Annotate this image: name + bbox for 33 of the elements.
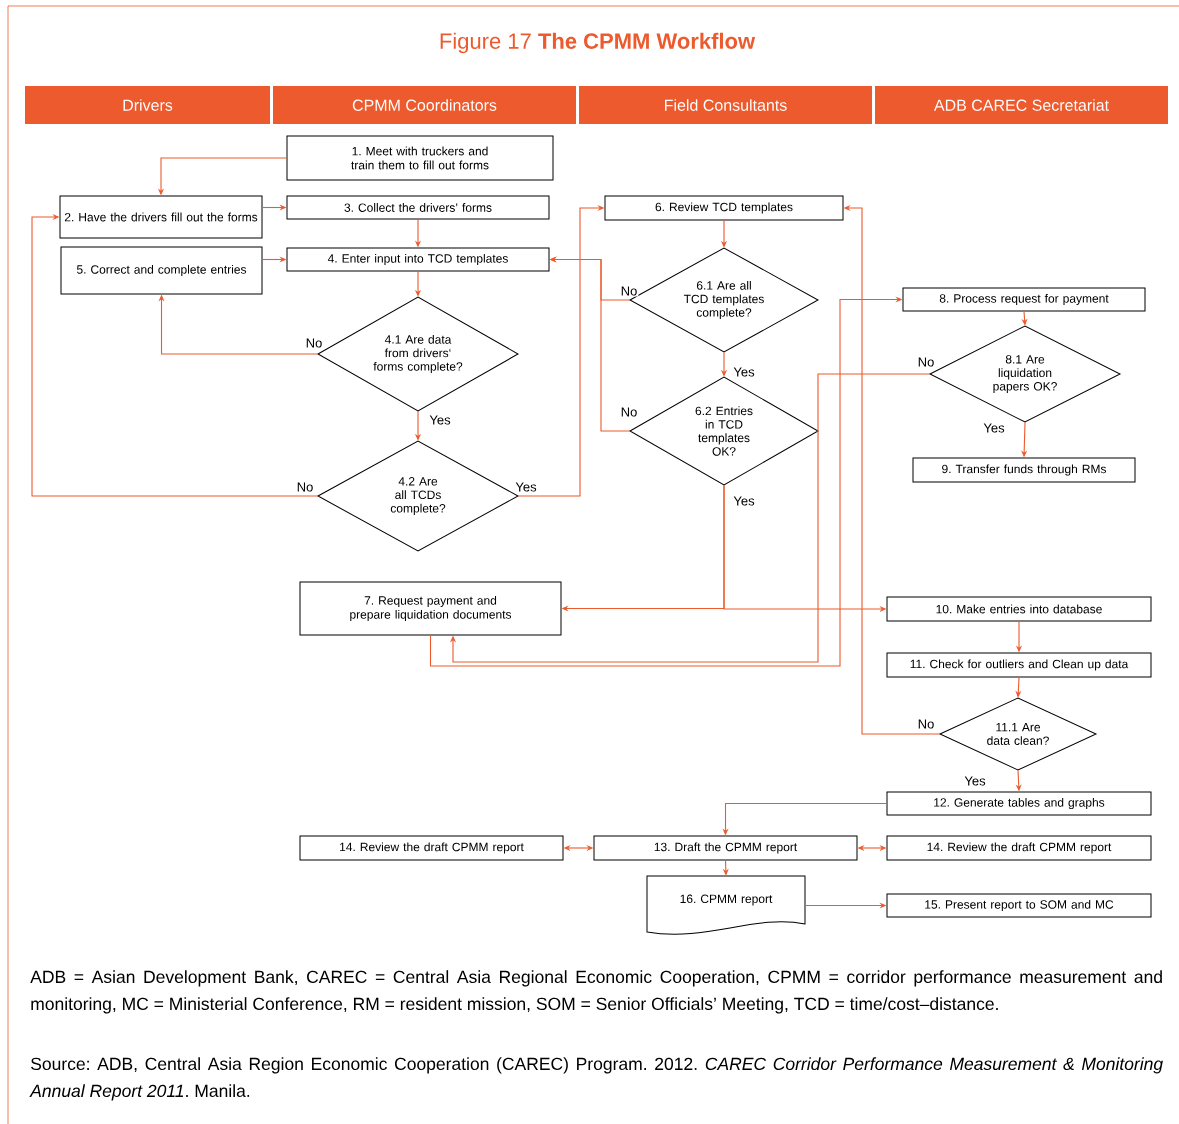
process-box: 2. Have the drivers fill out the forms — [59, 195, 263, 239]
process-box: 11. Check for outliers and Clean up data — [886, 652, 1152, 678]
edge-label: No — [295, 481, 315, 493]
edge-label: No — [619, 285, 639, 297]
process-box: 6. Review TCD templates — [604, 195, 844, 221]
column-header: CPMM Coordinators — [273, 86, 576, 124]
edge-label: No — [916, 718, 936, 730]
edge-label: Yes — [732, 366, 756, 378]
process-box: 14. Review the draft CPMM report — [886, 835, 1152, 861]
column-header: ADB CAREC Secretariat — [875, 86, 1168, 124]
process-box: 12. Generate tables and graphs — [886, 791, 1152, 816]
process-box: 3. Collect the drivers’ forms — [286, 195, 550, 220]
column-header: Field Consultants — [579, 86, 872, 124]
arrow — [449, 373, 931, 663]
edge-label: Yes — [963, 775, 987, 787]
process-box: 8. Process request for payment — [902, 287, 1146, 312]
figure-title: Figure 17 The CPMM Workflow — [440, 32, 756, 54]
process-box: 10. Make entries into database — [886, 596, 1152, 622]
edge-label: Yes — [428, 414, 452, 426]
process-box: 9. Transfer funds through RMs — [912, 457, 1136, 483]
edge-label: Yes — [982, 422, 1006, 434]
process-box: 13. Draft the CPMM report — [593, 835, 858, 861]
process-box: 15. Present report to SOM and MC — [886, 893, 1152, 918]
process-box: 5. Correct and complete entries — [60, 246, 263, 295]
process-box: 14. Review the draft CPMM report — [299, 835, 564, 861]
edge-label: Yes — [732, 495, 756, 507]
process-box: 1. Meet with truckers and train them to fill out forms — [286, 135, 554, 181]
column-header: Drivers — [25, 86, 270, 124]
caption: ADB = Asian Development Bank, CAREC = Central Asia Regional Economic Cooperation, CPMM = corridor performance measurement and monitoring, MC = Ministerial Conference, RM = resident mission, SOM = Senior Officials’ Meeting, TCD = time/cost–distance. — [30, 970, 1162, 1014]
arrow — [31, 213, 319, 497]
source-note: Source: ADB, Central Asia Region Economic Cooperation (CAREC) Program. 2012. CAREC Corridor Performance Measurement & Monitoring Annual Report 2011. Manila. — [29, 1057, 1163, 1101]
process-box: 4. Enter input into TCD templates — [286, 247, 550, 272]
process-box: 7. Request payment and prepare liquidation documents — [299, 581, 562, 636]
